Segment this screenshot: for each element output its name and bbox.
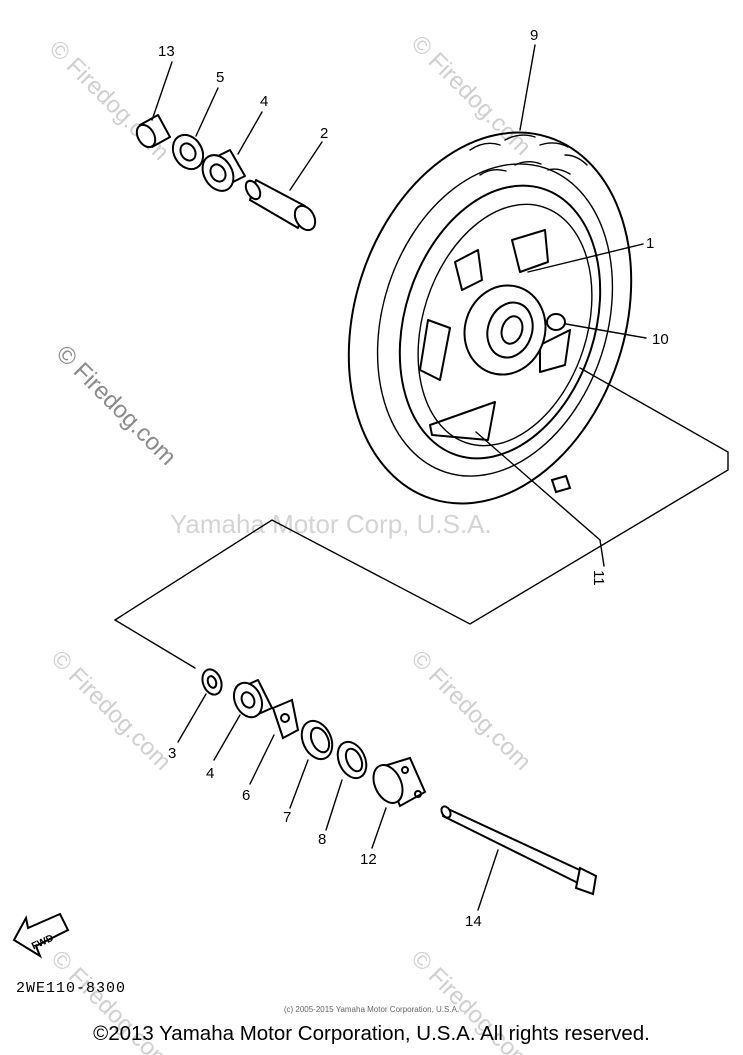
- part-2-spacer: [244, 179, 317, 232]
- watermark-lower-right: © Firedog.com: [406, 645, 537, 776]
- callout-14: 14: [465, 913, 482, 930]
- leader-lines: [151, 44, 647, 911]
- assembly-connector-lines: [113, 367, 729, 669]
- part-8-ring: [336, 740, 368, 780]
- part-5-oil-seal: [171, 133, 205, 171]
- small-copyright-note: (c) 2005-2015 Yamaha Motor Corporation, …: [283, 1005, 460, 1014]
- callout-5: 5: [216, 69, 224, 86]
- watermark-lower-left: © Firedog.com: [46, 645, 177, 776]
- copyright-footer: ©2013 Yamaha Motor Corporation, U.S.A. A…: [93, 1022, 650, 1045]
- callout-13: 13: [158, 43, 175, 60]
- callout-10: 10: [652, 331, 669, 348]
- callout-9: 9: [530, 27, 538, 44]
- callout-6: 6: [242, 787, 250, 804]
- part-3-washer: [201, 668, 223, 696]
- callout-1: 1: [646, 235, 654, 252]
- callout-4-upper: 4: [260, 93, 268, 110]
- callout-2: 2: [320, 125, 328, 142]
- part-4-bearing-upper: [201, 149, 246, 192]
- watermark-mid-left: © Firedog.com: [51, 340, 182, 471]
- callout-12: 12: [360, 851, 377, 868]
- callout-4-lower: 4: [206, 765, 214, 782]
- part-12-gear-unit: [372, 756, 427, 808]
- part-10-valve: [546, 313, 566, 331]
- callout-labels: 13 5 4 2 9 1 10 11 3 4 6 7 8 12 14: [158, 27, 669, 930]
- callout-3: 3: [168, 745, 176, 762]
- watermark-top-right: © Firedog.com: [406, 30, 537, 161]
- part-11-balance-weight: [550, 474, 572, 494]
- part-7-oil-seal: [300, 719, 334, 761]
- callout-7: 7: [283, 809, 291, 826]
- watermark-center: Yamaha Motor Corp, U.S.A.: [170, 509, 492, 539]
- part-code: 2WE110-8300: [16, 980, 127, 997]
- part-9-wheel: [347, 131, 633, 505]
- callout-11: 11: [590, 570, 607, 586]
- part-4-bearing-lower: [232, 679, 273, 719]
- callout-8: 8: [318, 831, 326, 848]
- watermark-group: © Firedog.com © Firedog.com © Firedog.co…: [44, 30, 537, 1055]
- part-6-clutch-plate: [271, 698, 300, 740]
- part-14-axle: [440, 805, 598, 896]
